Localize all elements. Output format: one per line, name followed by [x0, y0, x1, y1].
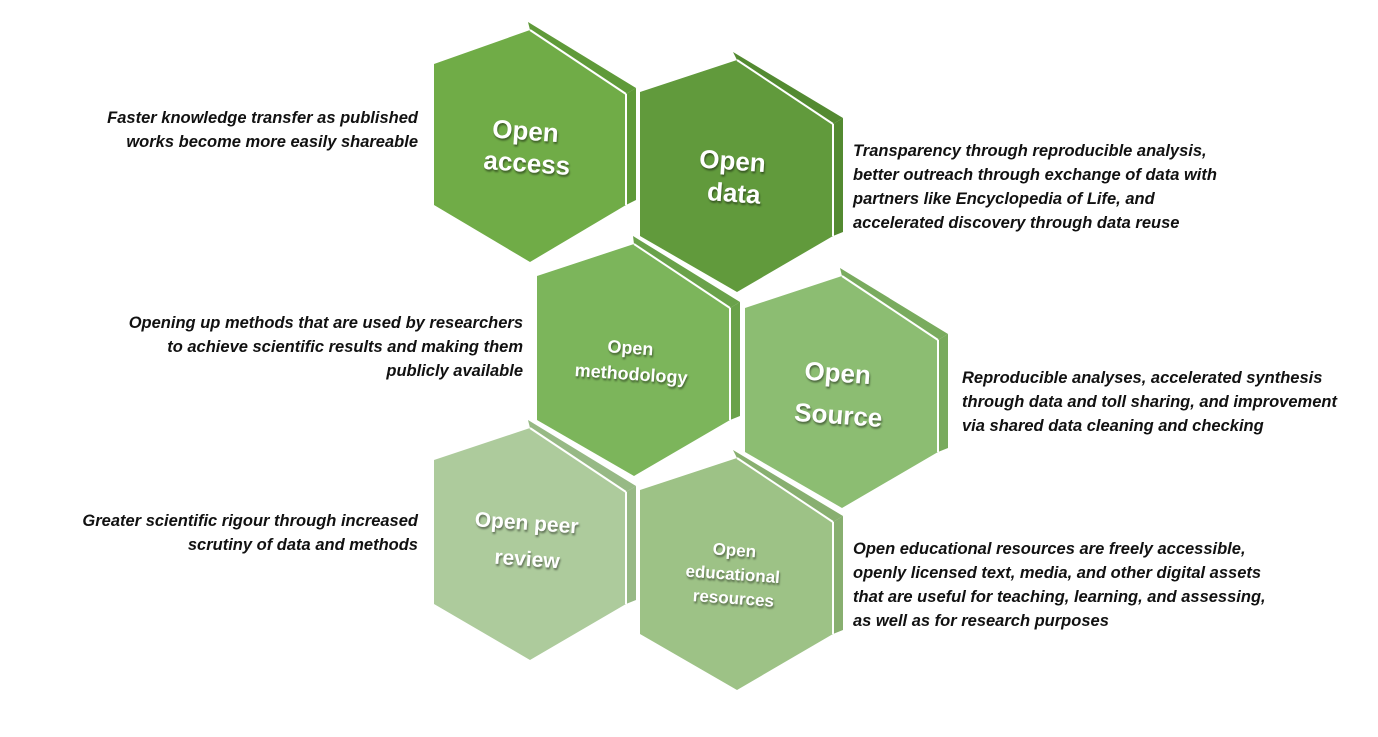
hexagon-open-data-label: Open data — [696, 144, 774, 211]
hexagon-open-methodology: Open methodology — [537, 236, 740, 476]
hexagon-open-access-side — [528, 22, 636, 94]
hexagon-open-peer-review-side — [528, 420, 636, 492]
hexagon-open-peer-review-right-edge — [626, 486, 636, 604]
hexagon-open-educational-resources-side — [733, 450, 843, 522]
hexagon-open-peer-review: Open peer review — [434, 420, 636, 660]
hexagon-open-source-label: Open Source — [793, 355, 886, 433]
hexagon-open-educational-resources-right-edge — [833, 516, 843, 634]
hexagon-open-educational-resources: Open educational resources — [640, 450, 843, 690]
hexagon-open-source-side — [840, 268, 948, 340]
hexagon-open-methodology-right-edge — [730, 302, 740, 420]
hexagon-open-source-right-edge — [938, 334, 948, 452]
description-open-educational-resources: Open educational resources are freely ac… — [853, 540, 1266, 630]
description-open-source: Reproducible analyses, accelerated synth… — [962, 369, 1337, 435]
description-open-data: Transparency through reproducible analys… — [853, 142, 1217, 232]
hexagon-open-access-label: Open access — [483, 113, 574, 181]
hexagon-open-data: Open data — [640, 52, 843, 292]
hexagon-open-peer-review-face — [434, 428, 626, 660]
description-open-access: Faster knowledge transfer as published w… — [107, 109, 418, 151]
hexagon-open-source-face — [745, 276, 938, 508]
hexagon-open-educational-resources-face — [640, 458, 833, 690]
hexagon-open-data-side — [733, 52, 843, 124]
hexagon-open-source: Open Source — [745, 268, 948, 508]
hexagon-open-access-face — [434, 30, 626, 262]
hexagon-open-data-right-edge — [833, 118, 843, 236]
hexagon-open-methodology-side — [633, 236, 740, 308]
description-open-methodology: Opening up methods that are used by rese… — [128, 314, 523, 380]
hexagon-open-access-right-edge — [626, 88, 636, 205]
hexagon-open-data-face — [640, 60, 833, 292]
hexagon-open-methodology-face — [537, 244, 730, 476]
hexagon-open-access: Open access — [434, 22, 636, 262]
description-open-peer-review: Greater scientific rigour through increa… — [82, 512, 418, 554]
